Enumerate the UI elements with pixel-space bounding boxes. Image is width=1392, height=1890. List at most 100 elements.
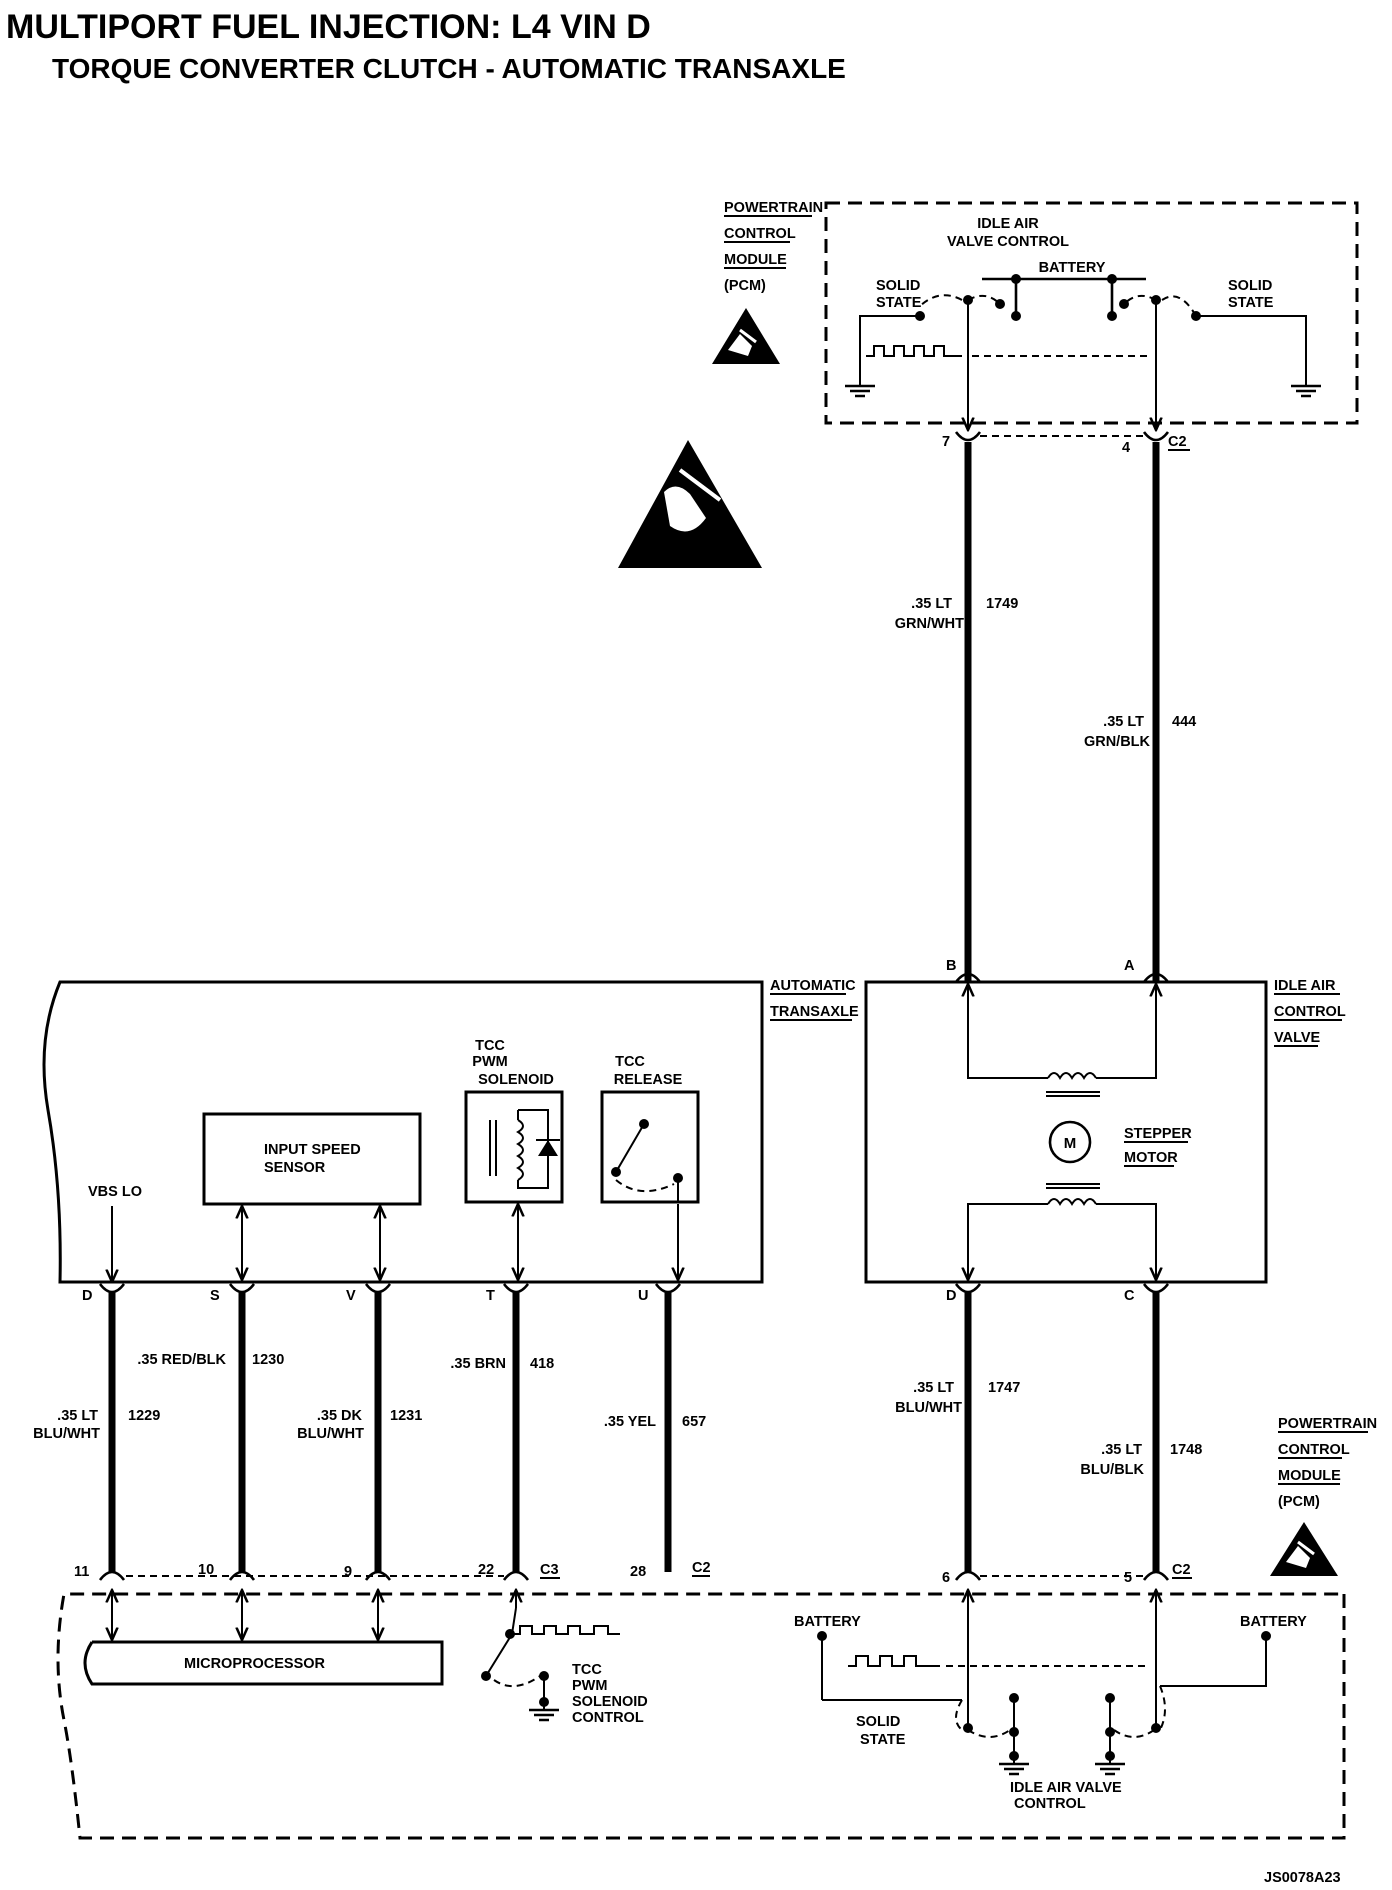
pcm-top-battery-label: BATTERY (1039, 260, 1106, 276)
transaxle-pin-v: V (346, 1288, 356, 1304)
wire-1749-gauge-2: GRN/WHT (895, 616, 964, 632)
iacv-label-1: IDLE AIR (1274, 978, 1336, 994)
iacv-housing (864, 980, 1268, 1284)
pcm-top-connector-c2: C2 (1168, 434, 1187, 450)
iacv-pin-b: B (946, 958, 956, 974)
idle-air-control-valve: IDLE AIR CONTROL VALVE B A M STEPPER MOT… (864, 958, 1346, 1304)
pcm-bottom-pin-5: 5 (1124, 1570, 1132, 1586)
wire-1229-gauge-2: BLU/WHT (33, 1426, 100, 1442)
iacv-pin-c: C (1124, 1288, 1135, 1304)
pcm-bottom: POWERTRAIN CONTROL MODULE (PCM) 11 10 9 … (56, 1416, 1377, 1840)
tcc-pwm-solenoid-label-1: TCC (475, 1038, 505, 1054)
pcm-bottom-connector-c2b: C2 (1172, 1562, 1191, 1578)
wire-1231-circuit: 1231 (390, 1408, 422, 1424)
pcm-top-label-2: CONTROL (724, 226, 796, 242)
tcc-pwm-solenoid-label-2: PWM (472, 1054, 507, 1070)
tcc-control-label-3: SOLENOID (572, 1694, 648, 1710)
pcm-top-pin-4: 4 (1122, 440, 1130, 456)
input-speed-sensor (202, 1112, 422, 1206)
esd-warning-icon-top (712, 308, 780, 364)
wire-657-gauge: .35 YEL (604, 1414, 656, 1430)
pcm-bottom-pin-6: 6 (942, 1570, 950, 1586)
wire-418-gauge: .35 BRN (450, 1356, 506, 1372)
wire-444-circuit: 444 (1172, 714, 1196, 730)
wire-444-gauge-2: GRN/BLK (1084, 734, 1151, 750)
wire-1748-gauge-2: BLU/BLK (1080, 1462, 1144, 1478)
pcm-bottom-label-2: CONTROL (1278, 1442, 1350, 1458)
wire-1229-gauge-1: .35 LT (57, 1408, 98, 1424)
wire-1747-gauge-2: BLU/WHT (895, 1400, 962, 1416)
pcm-bottom-solid-state-2: STATE (860, 1732, 906, 1748)
stepper-motor-label-1: STEPPER (1124, 1126, 1192, 1142)
wire-1748-circuit: 1748 (1170, 1442, 1202, 1458)
pcm-bottom-connector-c3: C3 (540, 1562, 559, 1578)
automatic-transaxle: AUTOMATIC TRANSAXLE VBS LO INPUT SPEED S… (42, 978, 859, 1304)
pcm-bottom-solid-state-1: SOLID (856, 1714, 900, 1730)
pcm-top-label-3: MODULE (724, 252, 787, 268)
pcm-bottom-pin-11: 11 (74, 1564, 89, 1580)
pcm-bottom-connector-c2a: C2 (692, 1560, 711, 1576)
wire-1229-circuit: 1229 (128, 1408, 160, 1424)
pcm-bottom-label-4: (PCM) (1278, 1494, 1320, 1510)
iacv-label-2: CONTROL (1274, 1004, 1346, 1020)
wire-1748-gauge-1: .35 LT (1101, 1442, 1142, 1458)
pcm-bottom-pin-10: 10 (198, 1562, 214, 1578)
wire-1231-gauge-1: .35 DK (317, 1408, 363, 1424)
stepper-motor-label-2: MOTOR (1124, 1150, 1178, 1166)
transaxle-label-1: AUTOMATIC (770, 978, 856, 994)
diagram-title: MULTIPORT FUEL INJECTION: L4 VIN D (6, 8, 651, 46)
transaxle-pin-u: U (638, 1288, 648, 1304)
wire-1231-gauge-2: BLU/WHT (297, 1426, 364, 1442)
pcm-bottom-iac-label-2: CONTROL (1014, 1796, 1086, 1812)
diagram-subtitle: TORQUE CONVERTER CLUTCH - AUTOMATIC TRAN… (52, 53, 846, 84)
tcc-control-label-1: TCC (572, 1662, 602, 1678)
tcc-control-label-2: PWM (572, 1678, 607, 1694)
wire-1230-gauge: .35 RED/BLK (137, 1352, 226, 1368)
transaxle-pin-s: S (210, 1288, 220, 1304)
iacv-pin-d: D (946, 1288, 956, 1304)
pcm-bottom-battery-left: BATTERY (794, 1614, 861, 1630)
tcc-pwm-solenoid-label-3: SOLENOID (478, 1072, 554, 1088)
iacv-pin-a: A (1124, 958, 1135, 974)
motor-symbol (1048, 1120, 1092, 1164)
tcc-release-switch (600, 1090, 700, 1204)
wire-444-gauge-1: .35 LT (1103, 714, 1144, 730)
wire-1230-circuit: 1230 (252, 1352, 284, 1368)
pcm-bottom-pin-22: 22 (478, 1562, 494, 1578)
pcm-top-solid-state-left-2: STATE (876, 295, 922, 311)
input-speed-sensor-label-1: INPUT SPEED (264, 1142, 361, 1158)
esd-warning-icon-large (618, 440, 762, 568)
pcm-top: POWERTRAIN CONTROL MODULE (PCM) IDLE AIR… (712, 200, 1359, 456)
pcm-bottom-pin-9: 9 (344, 1564, 352, 1580)
wire-1749-gauge-1: .35 LT (911, 596, 952, 612)
pcm-bottom-pin-28: 28 (630, 1564, 646, 1580)
microprocessor (83, 1640, 444, 1686)
pcm-top-boundary (824, 201, 1359, 425)
tcc-release-label-2: RELEASE (614, 1072, 683, 1088)
input-speed-sensor-label-2: SENSOR (264, 1160, 326, 1176)
pcm-top-solid-state-right-1: SOLID (1228, 278, 1272, 294)
vbs-lo-label: VBS LO (88, 1184, 142, 1200)
tcc-control-label-4: CONTROL (572, 1710, 644, 1726)
pcm-bottom-battery-right: BATTERY (1240, 1614, 1307, 1630)
wire-418-circuit: 418 (530, 1356, 554, 1372)
tcc-release-label-1: TCC (615, 1054, 645, 1070)
transaxle-pin-d: D (82, 1288, 92, 1304)
pcm-top-iac-label-2: VALVE CONTROL (947, 234, 1069, 250)
pcm-top-solid-state-left-1: SOLID (876, 278, 920, 294)
wire-657-circuit: 657 (682, 1414, 706, 1430)
tcc-pwm-solenoid (464, 1090, 564, 1204)
pcm-top-pin-7: 7 (942, 434, 950, 450)
pcm-bottom-label-3: MODULE (1278, 1468, 1341, 1484)
wire-1747-circuit: 1747 (988, 1380, 1020, 1396)
figure-id: JS0078A23 (1264, 1870, 1341, 1886)
transaxle-pin-t: T (486, 1288, 495, 1304)
microprocessor-label: MICROPROCESSOR (184, 1656, 326, 1672)
pcm-top-label-4: (PCM) (724, 278, 766, 294)
pcm-bottom-iac-label-1: IDLE AIR VALVE (1010, 1780, 1122, 1796)
wire-1747-gauge-1: .35 LT (913, 1380, 954, 1396)
transaxle-label-2: TRANSAXLE (770, 1004, 859, 1020)
motor-symbol-letter: M (1064, 1135, 1077, 1152)
esd-warning-icon-bottom (1270, 1522, 1338, 1576)
wire-1749-circuit: 1749 (986, 596, 1018, 612)
